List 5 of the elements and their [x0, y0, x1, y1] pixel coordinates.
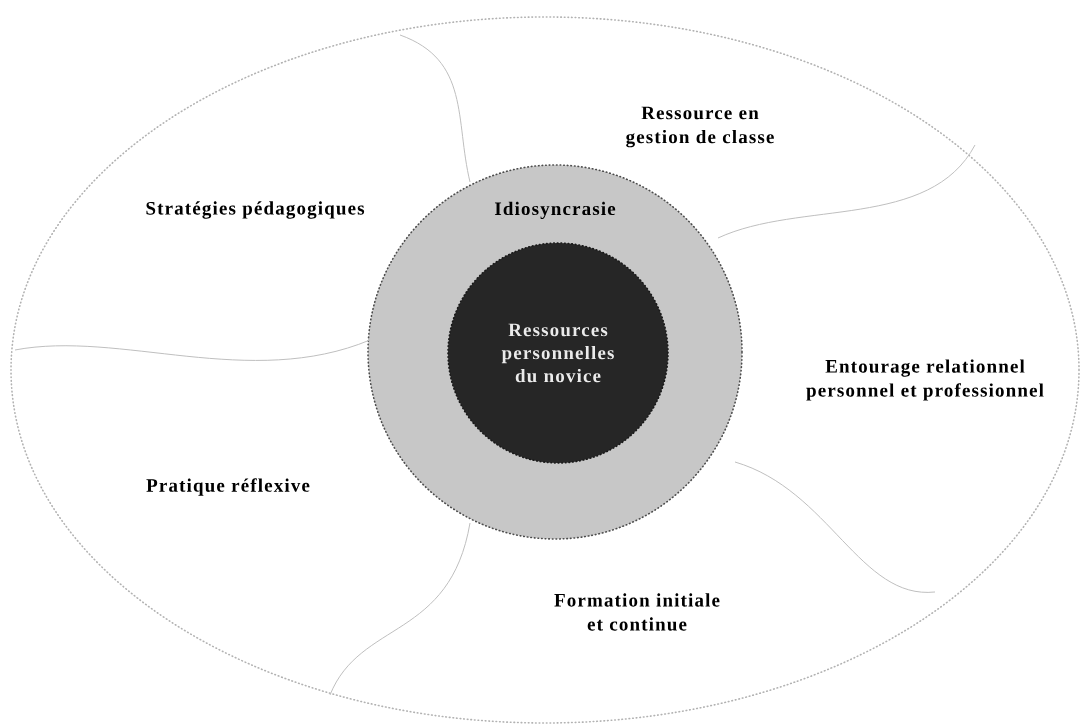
sector-label: Pratique réflexive — [146, 478, 310, 496]
sector-label: Formation initiale et continue — [554, 593, 720, 631]
sector-label: Entourage relationnel personnel et professionnel — [806, 359, 1044, 401]
sector-label: Stratégies pédagogiques — [146, 201, 365, 219]
sector-label: Ressource en gestion de classe — [626, 106, 774, 148]
